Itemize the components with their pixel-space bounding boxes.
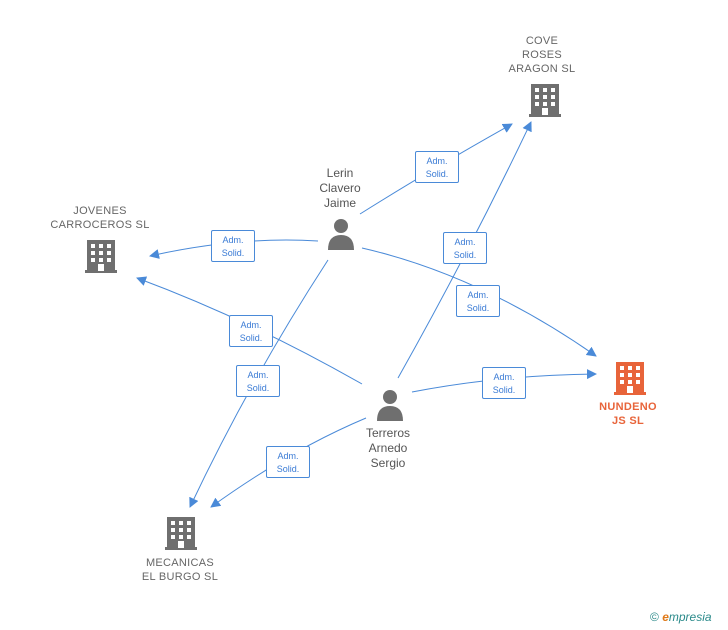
label-line: EL BURGO SL	[141, 571, 219, 583]
person-icon	[377, 390, 403, 421]
label-line: Arnedo	[368, 441, 408, 455]
person-icon	[328, 219, 354, 250]
label-line: Jaime	[323, 196, 356, 210]
label-line: Sergio	[370, 456, 406, 470]
building-icon	[529, 84, 561, 117]
label-line: JS SL	[611, 415, 645, 427]
label-line: Clavero	[319, 181, 361, 195]
edge-label-line: Solid.	[246, 383, 270, 393]
edge-label-line: Adm.	[426, 156, 448, 166]
edge-label-terreros-jovenes[interactable]: Adm. Solid.	[229, 315, 273, 347]
node-label-mecanicas: MECANICAS EL BURGO SL	[124, 556, 236, 584]
node-label-jovenes: JOVENES CARROCEROS SL	[40, 204, 160, 232]
edge-label-terreros-cove[interactable]: Adm. Solid.	[443, 232, 487, 264]
edge-label-line: Adm.	[467, 290, 489, 300]
edge-label-line: Solid.	[492, 385, 516, 395]
edge-label-line: Adm.	[277, 451, 299, 461]
edge-label-line: Adm.	[222, 235, 244, 245]
edge-label-line: Solid.	[425, 169, 449, 179]
brand-watermark: © empresia	[650, 610, 712, 624]
label-line: ARAGON SL	[508, 63, 576, 75]
node-label-terreros: Terreros Arnedo Sergio	[348, 426, 428, 471]
node-label-cove: COVE ROSES ARAGON SL	[492, 34, 592, 76]
building-icon-highlight	[614, 362, 646, 395]
edge-label-line: Solid.	[221, 248, 245, 258]
edge-label-terreros-mecanicas[interactable]: Adm. Solid.	[266, 446, 310, 478]
edge-label-line: Solid.	[239, 333, 263, 343]
edge-label-line: Adm.	[247, 370, 269, 380]
edge-label-terreros-nundeno[interactable]: Adm. Solid.	[482, 367, 526, 399]
edge-label-lerin-mecanicas[interactable]: Adm. Solid.	[236, 365, 280, 397]
edge-label-line: Adm.	[240, 320, 262, 330]
edge-label-line: Adm.	[493, 372, 515, 382]
label-line: MECANICAS	[145, 557, 215, 569]
edge-label-line: Solid.	[453, 250, 477, 260]
label-line: CARROCEROS SL	[50, 219, 150, 231]
edge-label-lerin-nundeno[interactable]: Adm. Solid.	[456, 285, 500, 317]
edge-label-line: Solid.	[466, 303, 490, 313]
building-icon	[165, 517, 197, 550]
edge-label-line: Solid.	[276, 464, 300, 474]
label-line: Lerin	[326, 166, 354, 180]
edge-label-lerin-jovenes[interactable]: Adm. Solid.	[211, 230, 255, 262]
label-line: COVE	[525, 35, 559, 47]
label-line: Terreros	[365, 426, 410, 440]
brand-logo-e: e	[662, 610, 669, 624]
edge-label-line: Adm.	[454, 237, 476, 247]
copyright-symbol: ©	[650, 610, 659, 624]
node-label-lerin: Lerin Clavero Jaime	[300, 166, 380, 211]
label-line: NUNDENO	[599, 401, 657, 413]
node-label-nundeno: NUNDENO JS SL	[580, 400, 676, 428]
label-line: JOVENES	[73, 205, 127, 217]
edge-label-lerin-cove[interactable]: Adm. Solid.	[415, 151, 459, 183]
building-icon	[85, 240, 117, 273]
label-line: ROSES	[521, 49, 562, 61]
brand-name: mpresia	[668, 610, 712, 624]
